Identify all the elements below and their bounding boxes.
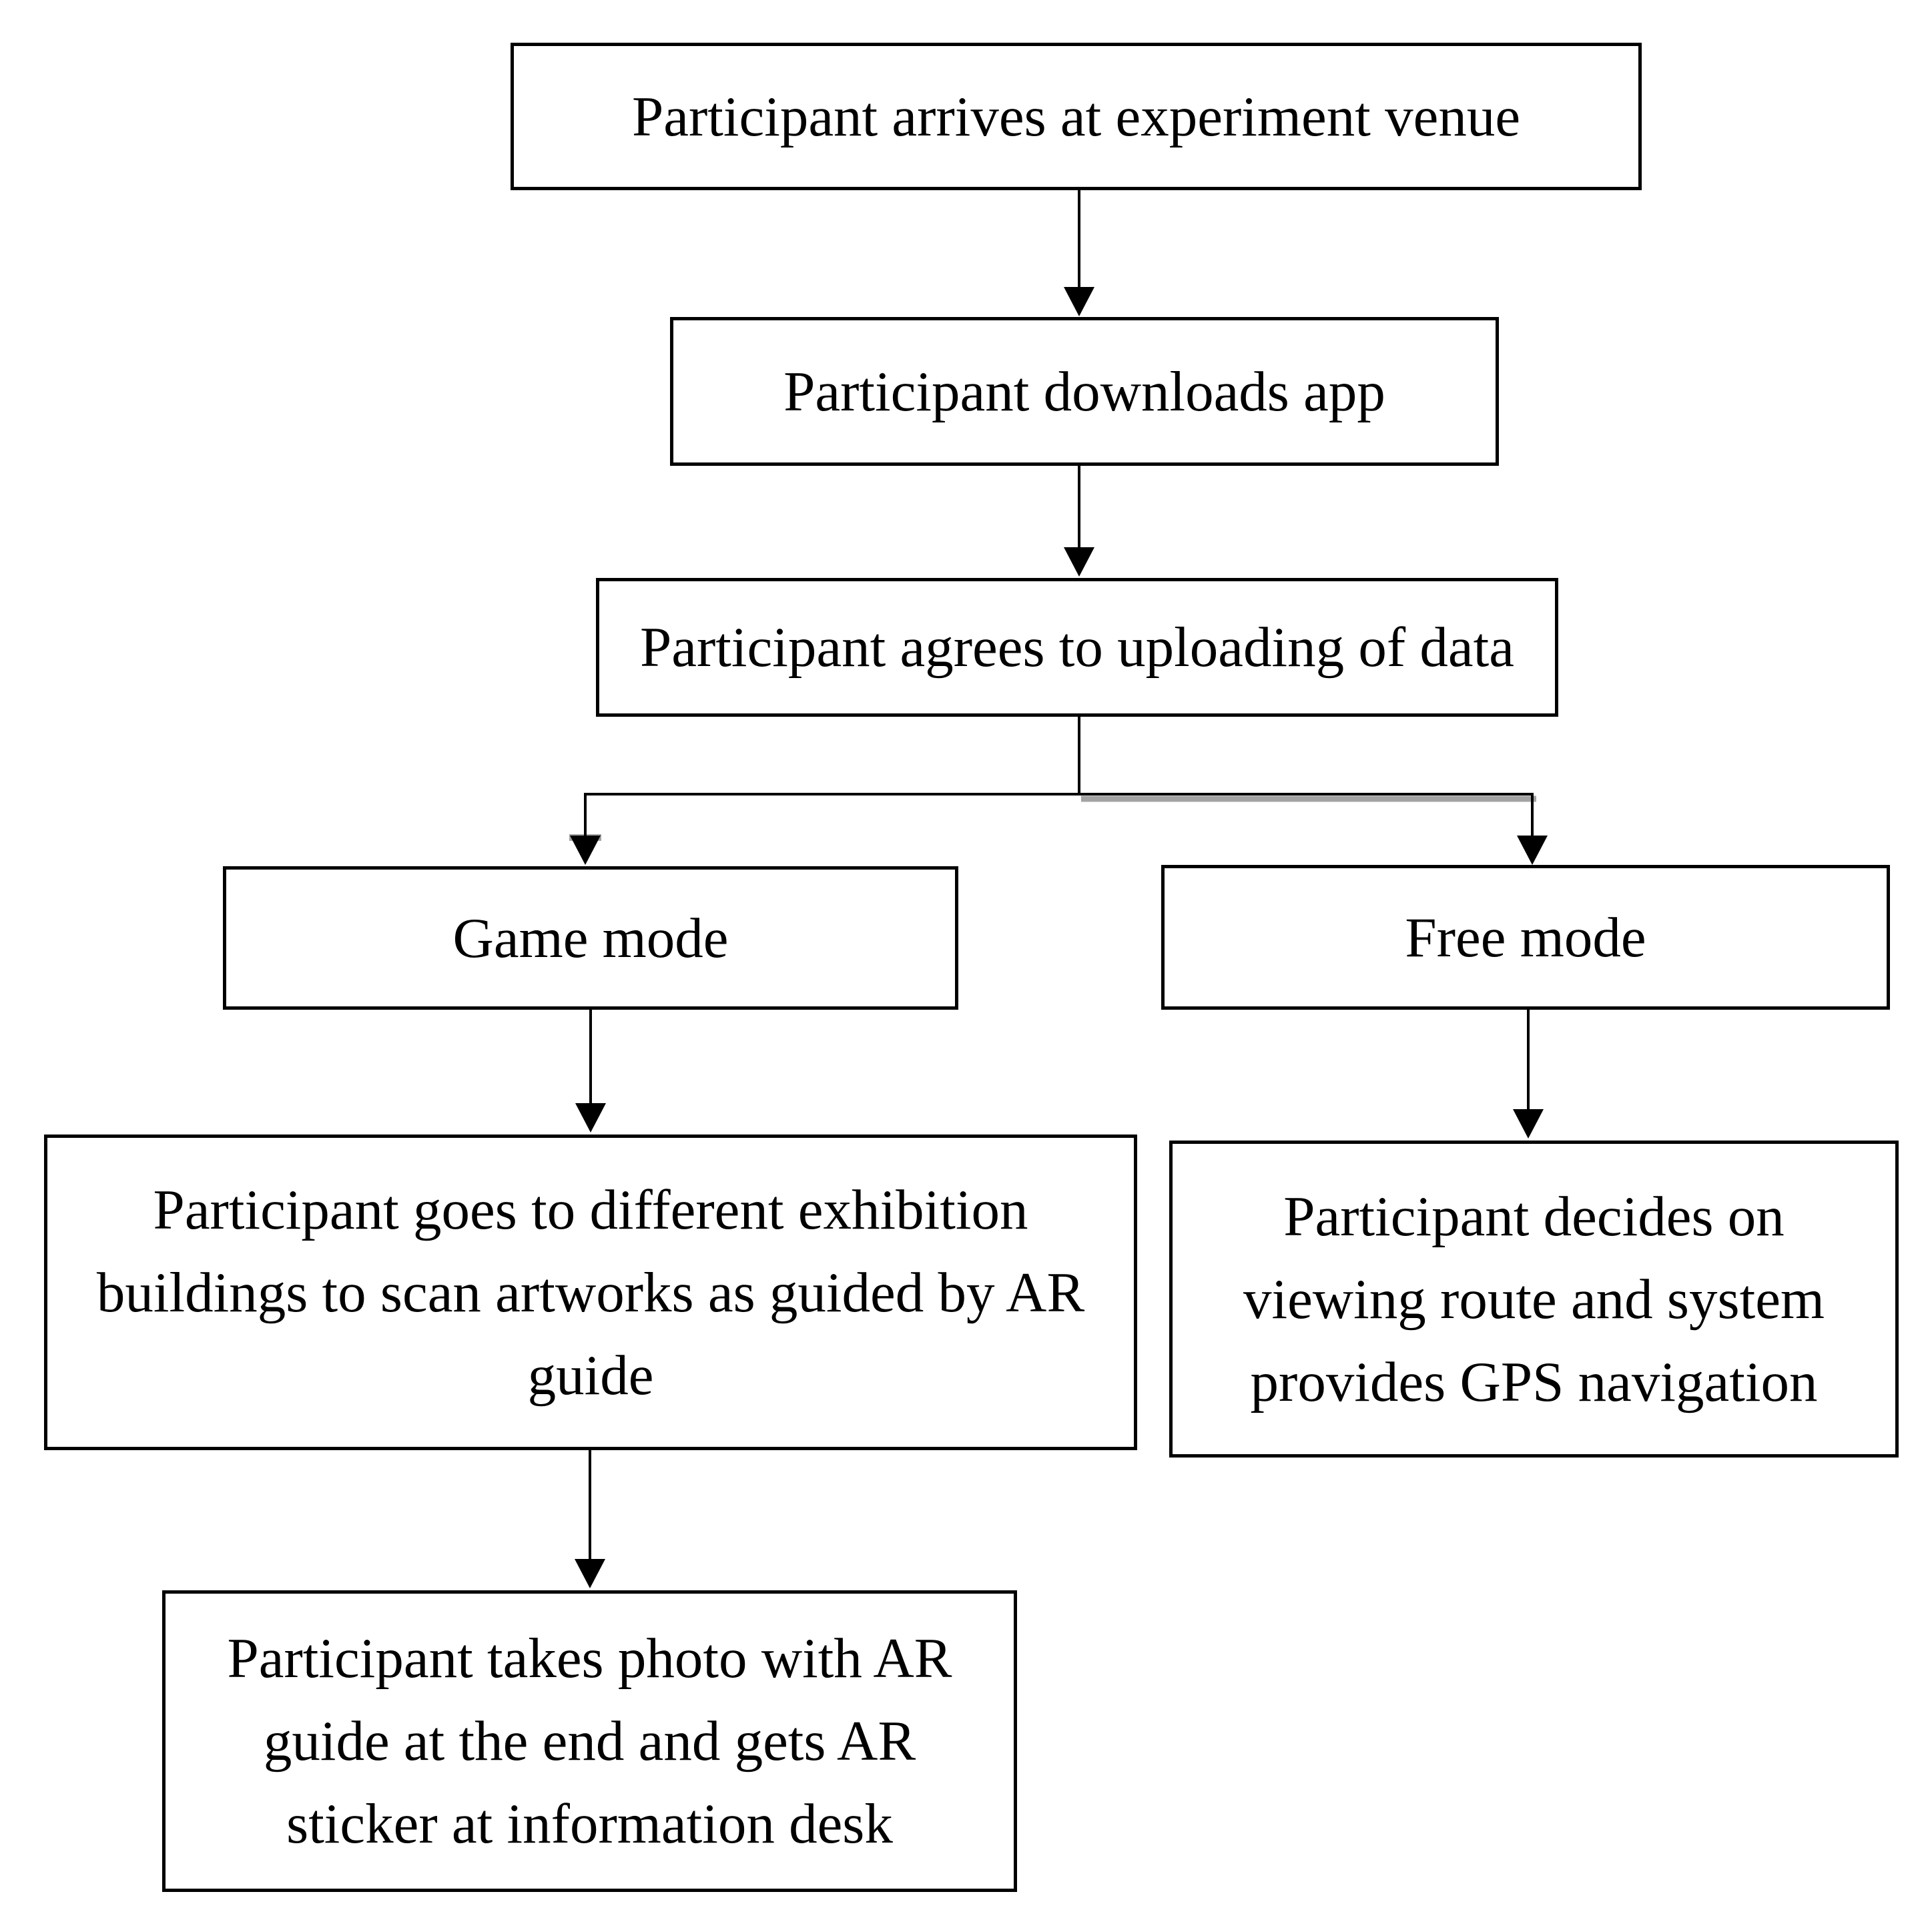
node-game-visit-line1: Participant goes to different exhibition: [153, 1178, 1028, 1241]
edge-arrive-download-arrowhead-icon: [1064, 287, 1094, 316]
edge-download-agree-arrowhead-icon: [1064, 547, 1094, 577]
node-game-photo-line3: sticker at information desk: [286, 1793, 893, 1855]
node-free-route-line2: viewing route and system: [1243, 1267, 1825, 1331]
node-arrive: Participant arrives at experiment venue: [511, 43, 1642, 190]
node-game-photo-line2: guide at the end and gets AR: [263, 1710, 916, 1773]
edge-free-route-arrowhead-icon: [1513, 1109, 1544, 1139]
node-game-mode: Game mode: [223, 866, 958, 1010]
node-game-photo-line1: Participant takes photo with AR: [227, 1627, 952, 1690]
node-arrive-label: Participant arrives at experiment venue: [631, 85, 1521, 148]
node-game-visit: Participant goes to different exhibition…: [44, 1135, 1137, 1450]
node-download: Participant downloads app: [670, 317, 1499, 466]
node-download-label: Participant downloads app: [783, 360, 1385, 423]
node-game-photo: Participant takes photo with AR guide at…: [162, 1590, 1017, 1892]
edge-split-game-arrowhead-icon: [570, 836, 601, 865]
node-game-mode-label: Game mode: [452, 906, 729, 970]
edge-game-visit-arrowhead-icon: [575, 1103, 606, 1133]
node-free-mode-label: Free mode: [1405, 906, 1646, 969]
node-game-visit-line3: guide: [527, 1343, 654, 1407]
edge-split-free-arrowhead-icon: [1517, 836, 1548, 865]
edge-visit-photo-arrowhead-icon: [575, 1559, 605, 1588]
node-free-route: Participant decides on viewing route and…: [1169, 1141, 1899, 1458]
node-free-route-line1: Participant decides on: [1283, 1185, 1785, 1248]
node-agree-label: Participant agrees to uploading of data: [640, 616, 1514, 679]
node-free-mode: Free mode: [1161, 865, 1890, 1010]
node-agree: Participant agrees to uploading of data: [596, 578, 1558, 717]
node-game-visit-line2: buildings to scan artworks as guided by …: [96, 1261, 1085, 1324]
node-free-route-line3: provides GPS navigation: [1250, 1350, 1818, 1413]
